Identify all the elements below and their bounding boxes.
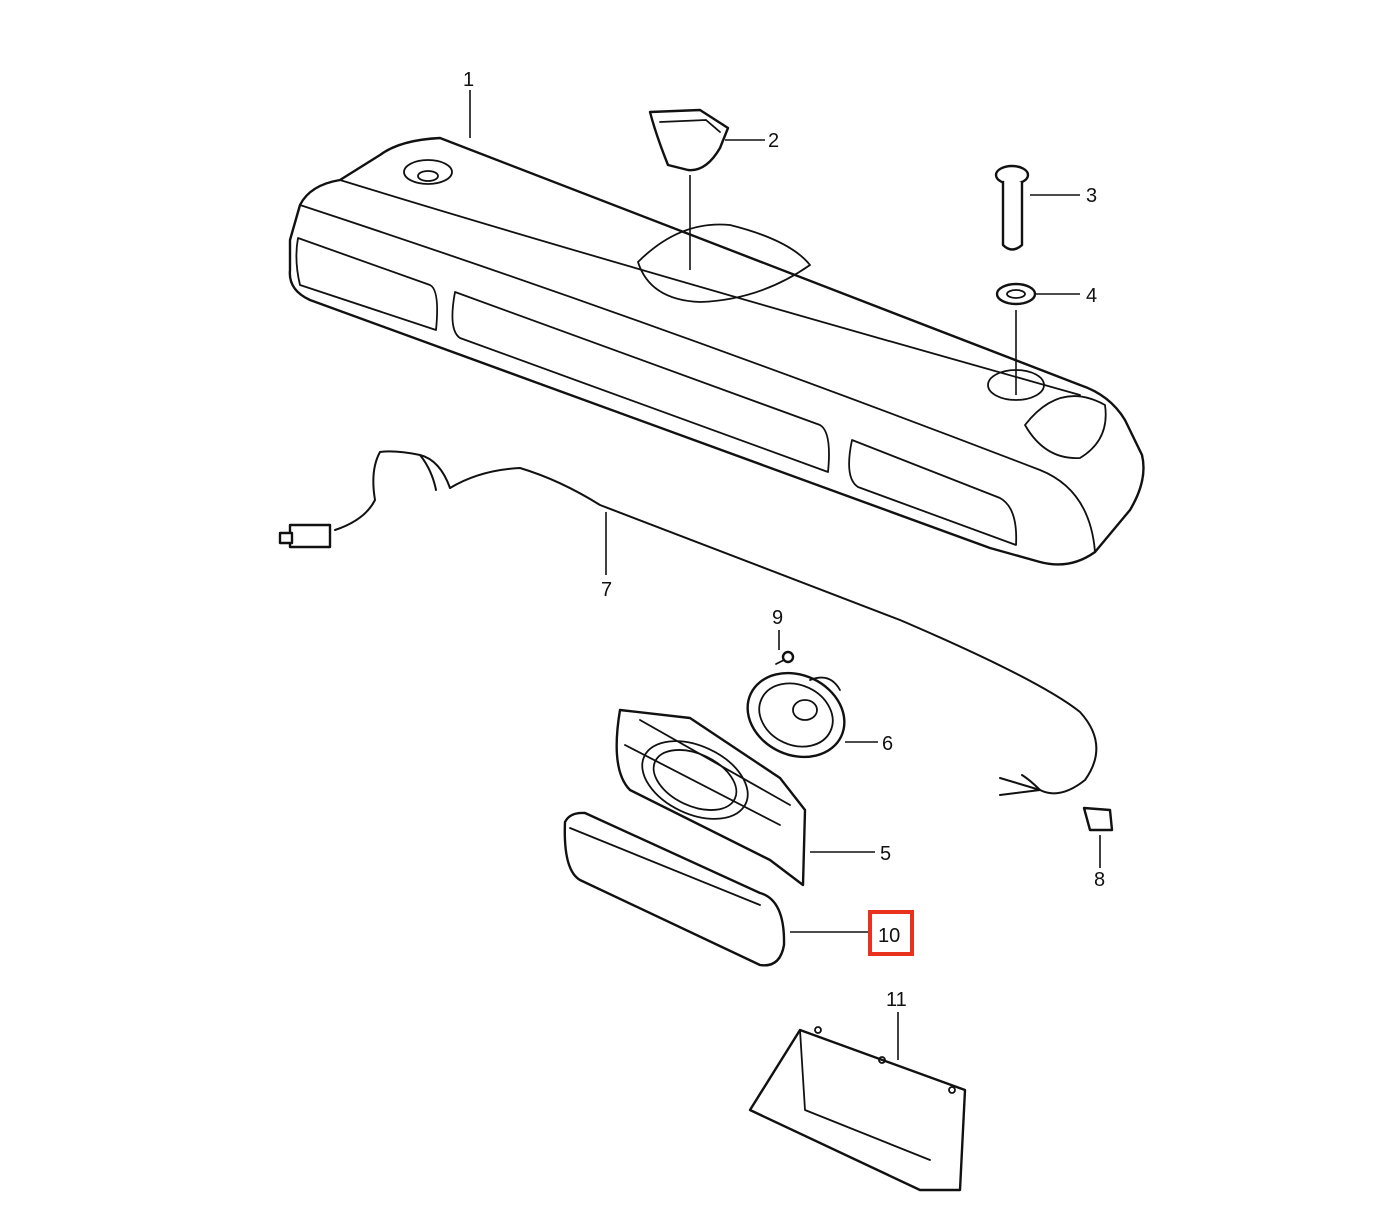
callout-5: 5: [880, 843, 891, 865]
callout-4: 4: [1086, 285, 1097, 307]
speaker-grille-icon: [563, 811, 786, 967]
bolt-icon: [994, 164, 1030, 251]
leader-lines: [469, 90, 1101, 1060]
callout-11: 11: [886, 989, 907, 1011]
callout-6: 6: [882, 733, 893, 755]
speaker-bracket-icon: [615, 708, 807, 887]
storage-tray-icon: [748, 1026, 967, 1192]
speaker-icon: [746, 671, 846, 759]
clip-icon: [1082, 806, 1114, 832]
callout-8: 8: [1094, 869, 1105, 891]
callout-10: 10: [878, 925, 900, 947]
callout-labels: 1 2 3 4 5 6 7 8 9 10 11: [463, 69, 1105, 1011]
callout-1: 1: [463, 69, 474, 91]
wiring-harness-icon: [278, 450, 1098, 796]
callout-3: 3: [1086, 185, 1097, 207]
cup-insert-icon: [648, 108, 730, 172]
washer-icon: [995, 282, 1037, 306]
highlight-box: [868, 910, 914, 956]
callout-2: 2: [768, 130, 779, 152]
callout-9: 9: [772, 607, 783, 629]
overhead-console-icon: [288, 136, 1145, 566]
callout-7: 7: [601, 579, 612, 601]
screw-icon: [775, 650, 795, 665]
